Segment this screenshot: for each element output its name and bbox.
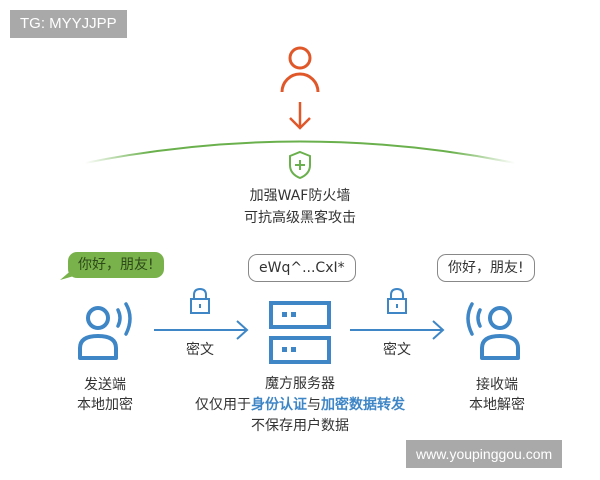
lock-icon — [387, 287, 407, 314]
watermark-bottom-right: www.youpinggou.com — [406, 440, 563, 468]
server-bubble: eWq^...CxI* — [248, 254, 356, 282]
sender-label1: 发送端 — [84, 377, 126, 393]
receiver-bubble: 你好，朋友! — [437, 254, 535, 282]
receiver-user-icon — [466, 302, 520, 360]
sender-bubble-tail — [60, 268, 74, 280]
link1-label: 密文 — [186, 342, 214, 358]
sender-user-icon — [78, 302, 132, 360]
firewall-arc — [84, 140, 516, 164]
server-label2-mid: 与 — [307, 397, 321, 413]
lock-icon — [190, 287, 210, 314]
server-label2-highlight2: 加密数据转发 — [321, 397, 405, 413]
arrow-sender-to-server — [154, 320, 249, 340]
server-label2-highlight1: 身份认证 — [251, 397, 307, 413]
sender-bubble: 你好，朋友! — [68, 252, 164, 278]
server-label2-pre: 仅仅用于 — [195, 397, 251, 413]
server-label1: 魔方服务器 — [265, 376, 335, 392]
arrow-server-to-receiver — [350, 320, 445, 340]
server-icon — [269, 301, 331, 364]
receiver-label2: 本地解密 — [469, 397, 525, 413]
firewall-line1: 加强WAF防火墙 — [249, 188, 351, 204]
attacker-user-icon — [280, 46, 320, 93]
firewall-line2: 可抗高级黑客攻击 — [244, 210, 356, 226]
server-label2: 仅仅用于身份认证与加密数据转发 — [150, 395, 450, 415]
down-arrow-icon — [289, 102, 311, 130]
shield-plus-icon — [289, 150, 311, 180]
link2-label: 密文 — [383, 342, 411, 358]
sender-label2: 本地加密 — [77, 397, 133, 413]
watermark-top-left: TG: MYYJJPP — [10, 10, 127, 38]
server-label3: 不保存用户数据 — [251, 418, 349, 434]
receiver-label1: 接收端 — [476, 377, 518, 393]
